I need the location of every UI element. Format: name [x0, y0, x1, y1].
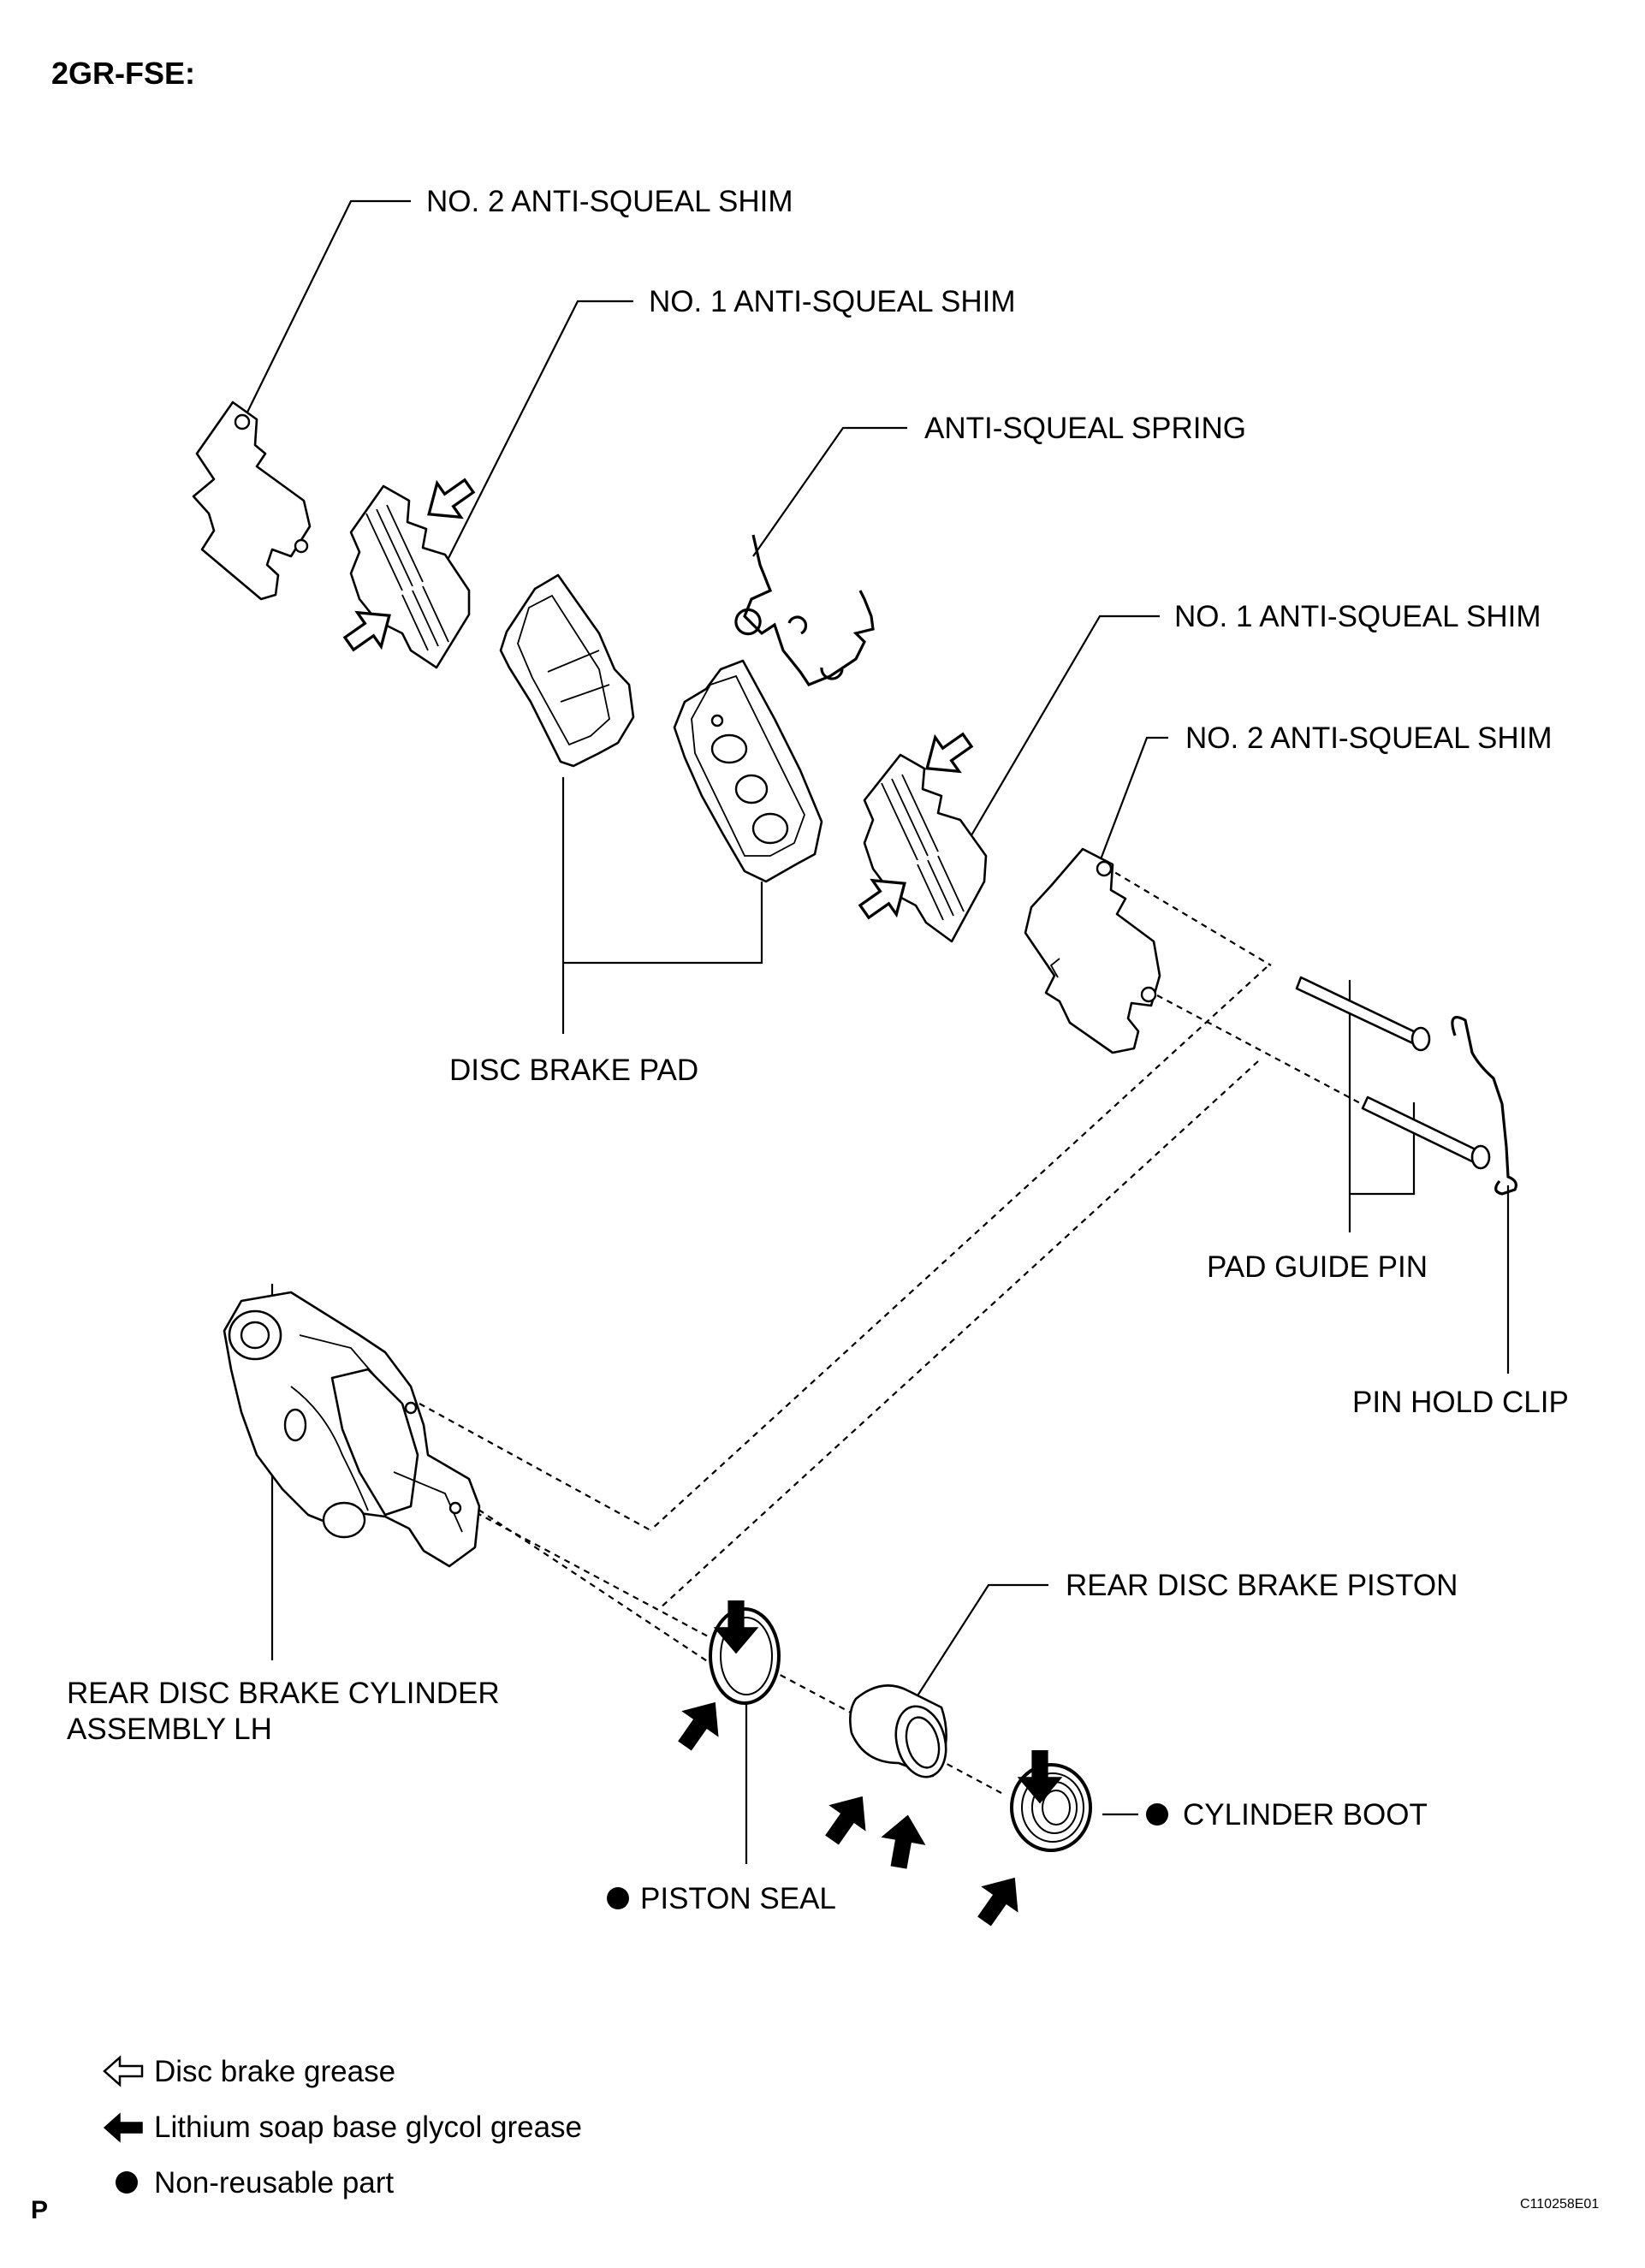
- page-marker: P: [31, 2196, 48, 2224]
- label-no1-shim-top: NO. 1 ANTI-SQUEAL SHIM: [649, 285, 1016, 318]
- disc-brake-pad-right: [673, 659, 823, 883]
- leader-lines: [239, 199, 1510, 1864]
- legend: Disc brake grease Lithium soap base glyc…: [103, 2055, 582, 2200]
- engine-code-heading: 2GR-FSE:: [51, 56, 195, 91]
- non-reusable-dot-seal: [607, 1887, 629, 1909]
- disc-grease-legend-icon: [103, 2055, 144, 2087]
- label-piston-seal: PISTON SEAL: [640, 1882, 836, 1915]
- no1-anti-squeal-shim-right: [863, 753, 988, 943]
- label-no2-shim-right: NO. 2 ANTI-SQUEAL SHIM: [1185, 721, 1553, 755]
- anti-squeal-spring: [734, 534, 875, 686]
- pin-hold-clip: [1451, 1016, 1517, 1196]
- legend-lithium-grease: Lithium soap base glycol grease: [154, 2111, 582, 2144]
- pad-guide-pins: [1295, 976, 1491, 1170]
- legend-non-reusable: Non-reusable part: [154, 2166, 394, 2200]
- alignment-dashes: [367, 866, 1379, 1794]
- label-pad-guide-pin: PAD GUIDE PIN: [1207, 1250, 1428, 1284]
- disc-brake-pad-left: [499, 573, 635, 768]
- label-anti-squeal-spring: ANTI-SQUEAL SPRING: [924, 412, 1246, 445]
- no2-anti-squeal-shim-left: [192, 401, 312, 601]
- label-cylinder-assembly-line2: ASSEMBLY LH: [67, 1713, 272, 1746]
- label-no1-shim-right: NO. 1 ANTI-SQUEAL SHIM: [1174, 600, 1541, 633]
- no2-anti-squeal-shim-right: [1024, 847, 1161, 1054]
- legend-disc-grease: Disc brake grease: [154, 2055, 395, 2088]
- label-cylinder-boot: CYLINDER BOOT: [1183, 1798, 1428, 1832]
- label-rear-disc-brake-piston: REAR DISC BRAKE PISTON: [1066, 1569, 1458, 1602]
- rear-disc-brake-piston: [849, 1684, 947, 1778]
- rear-disc-brake-cylinder-assembly: [223, 1291, 481, 1568]
- non-reusable-dot-boot: [1146, 1803, 1168, 1826]
- label-no2-shim-top: NO. 2 ANTI-SQUEAL SHIM: [426, 185, 793, 218]
- piston-seal: [709, 1607, 781, 1705]
- label-disc-brake-pad: DISC BRAKE PAD: [449, 1054, 698, 1087]
- non-reusable-legend-icon: [116, 2171, 138, 2194]
- figure-code: C110258E01: [1520, 2197, 1599, 2212]
- label-pin-hold-clip: PIN HOLD CLIP: [1352, 1386, 1569, 1419]
- label-cylinder-assembly-line1: REAR DISC BRAKE CYLINDER: [67, 1677, 500, 1710]
- lithium-grease-legend-icon: [103, 2112, 143, 2143]
